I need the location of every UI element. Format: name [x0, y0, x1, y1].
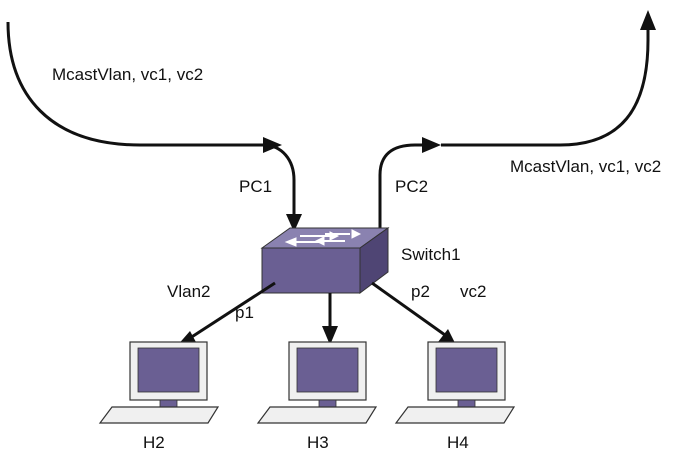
vlan2-label: Vlan2: [167, 282, 210, 301]
host-label-h2: H2: [143, 433, 165, 452]
pc2-link: [378, 143, 425, 230]
host-label-h4: H4: [447, 433, 469, 452]
computer-icon: [98, 341, 220, 424]
computer-icon: [394, 341, 516, 424]
pc2-label: PC2: [395, 177, 428, 196]
host-label-h3: H3: [307, 433, 329, 452]
pc1-arrowhead-icon: [286, 214, 302, 232]
incoming-traffic-label: McastVlan, vc1, vc2: [52, 65, 203, 84]
pc2-arrowhead-icon: [422, 137, 441, 153]
p2-link: [371, 281, 446, 337]
pc1-label: PC1: [239, 177, 272, 196]
network-switch-icon: [260, 227, 390, 294]
outgoing-traffic-link: [441, 28, 650, 147]
h3-arrowhead-icon: [322, 326, 338, 345]
incoming-traffic-link: [6, 21, 263, 147]
outgoing-traffic-label: McastVlan, vc1, vc2: [510, 157, 661, 176]
vc2-label: vc2: [460, 282, 486, 301]
p1-link: [186, 281, 276, 342]
p2-label: p2: [411, 282, 430, 301]
switch-label: Switch1: [401, 245, 461, 264]
p1-label: p1: [235, 303, 254, 322]
outgoing-arrowhead-icon: [640, 10, 656, 30]
computer-icon: [256, 341, 378, 424]
pc1-link: [262, 143, 296, 220]
